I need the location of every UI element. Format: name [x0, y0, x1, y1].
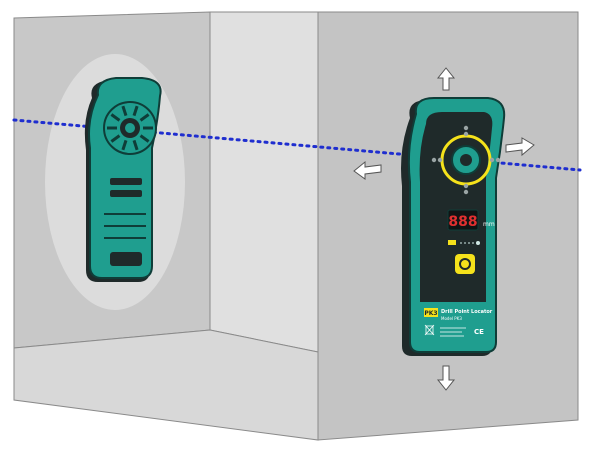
receiver-spoke: [121, 105, 128, 117]
direction-led: [437, 157, 443, 163]
receiver-spoke: [121, 139, 128, 151]
direction-led: [495, 157, 501, 163]
receiver-spoke: [139, 134, 150, 143]
receiver-unit: [84, 77, 162, 282]
receiver-sensor-eye: [125, 123, 135, 133]
direction-led: [463, 125, 469, 131]
receiver-spokes: [107, 105, 153, 151]
direction-led: [463, 189, 469, 195]
power-button[interactable]: [455, 254, 475, 274]
brand-logo: PK3: [424, 310, 437, 317]
receiver-spoke: [110, 113, 121, 122]
receiver-slot-1: [110, 178, 142, 185]
arrow-down-icon: [436, 365, 456, 391]
arrow-right-icon: [505, 137, 535, 157]
receiver-spoke: [132, 105, 139, 117]
locator-target-center: [460, 154, 472, 166]
floor: [13, 329, 319, 441]
locator-direction-leds: [431, 125, 501, 195]
product-title: Drill Point Locator: [441, 309, 493, 315]
arrow-up-icon: [436, 67, 456, 91]
product-model: Model PK3: [441, 316, 462, 321]
display-unit-label: mm: [483, 221, 495, 228]
receiver-spoke: [110, 134, 121, 143]
receiver-slot-2: [110, 190, 142, 197]
weee-bin-icon: [424, 324, 435, 336]
signal-dot-icon: [476, 241, 480, 245]
direction-led: [431, 157, 437, 163]
receiver-spoke: [139, 113, 150, 122]
battery-icon: [448, 240, 456, 245]
direction-led: [489, 157, 495, 163]
direction-led: [463, 131, 469, 137]
ce-mark: CE: [474, 328, 484, 336]
receiver-battery-cover: [110, 252, 142, 266]
back-wall: [209, 11, 319, 353]
receiver-spoke: [132, 139, 139, 151]
led-display: [447, 209, 479, 231]
direction-led: [463, 183, 469, 189]
locator-unit: 888 mm PK3 Drill Point Locator Model PK3…: [401, 97, 506, 356]
arrow-left-icon: [353, 160, 382, 180]
power-button-icon: [459, 258, 471, 270]
brand-badge: [424, 308, 438, 317]
led-display-value: 888: [448, 214, 477, 230]
